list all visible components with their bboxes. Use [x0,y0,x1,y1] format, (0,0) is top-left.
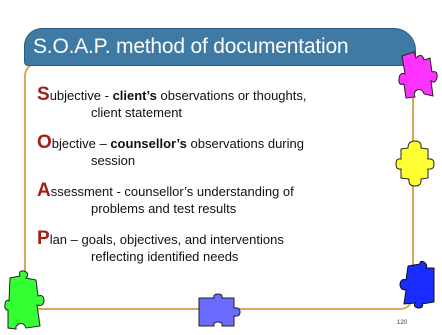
slide-title: S.O.A.P. method of documentation [33,35,349,58]
entry-line: Objective – counsellor’s observations du… [37,132,407,153]
soap-entries: Subjective - client’s observations or th… [37,84,407,278]
entry-line: Plan – goals, objectives, and interventi… [37,228,407,249]
entry-line: Assessment - counsellor’s understanding … [37,180,407,201]
page-number: 120 [397,320,408,326]
entry-letter: O [37,132,52,153]
entry-assessment: Assessment - counsellor’s understanding … [37,180,407,217]
entry-line: Subjective - client’s observations or th… [37,84,407,105]
green-puzzle-piece-icon [4,270,45,330]
entry-letter: S [37,84,50,105]
magenta-puzzle-piece-icon [398,51,438,99]
entry-objective: Objective – counsellor’s observations du… [37,132,407,169]
entry-continuation: reflecting identified needs [91,249,239,264]
entry-continuation: client statement [91,105,183,120]
entry-bold-text: client’s [112,88,157,103]
entry-letter: A [37,180,51,201]
entry-text-after: observations or thoughts, [156,88,307,103]
entry-bold-text: counsellor’s [110,136,187,151]
entry-continuation: problems and test results [91,201,237,216]
entry-text: ssessment - counsellor’s understanding o… [50,184,294,199]
entry-plan: Plan – goals, objectives, and interventi… [37,228,407,265]
blue-puzzle-piece-icon [399,260,435,309]
entry-text: bjective – [51,136,111,151]
entry-letter: P [37,228,50,249]
content-frame [24,62,414,310]
yellow-puzzle-piece-icon [395,140,435,187]
entry-text-after: observations during [186,136,304,151]
entry-subjective: Subjective - client’s observations or th… [37,84,407,121]
entry-continuation: session [91,153,136,168]
entry-text: ubjective - [49,88,113,103]
title-banner [24,28,416,66]
indigo-puzzle-piece-icon [198,293,241,327]
entry-text: lan – goals, objectives, and interventio… [49,232,284,247]
